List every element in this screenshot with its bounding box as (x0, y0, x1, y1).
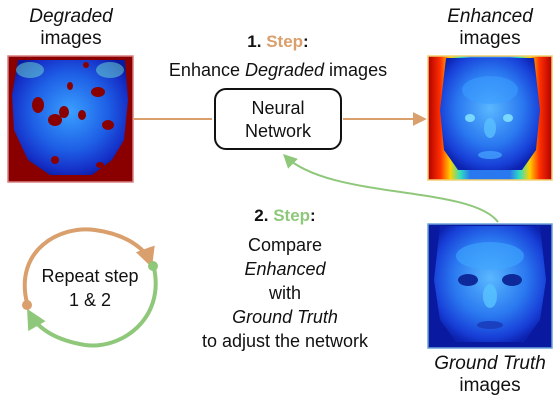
repeat-loop-mid-dot (148, 261, 158, 271)
step2-line1: Compare (247, 235, 323, 255)
ground-truth-label: Ground Truth images (414, 353, 555, 397)
arrow-compare-to-network (282, 154, 499, 223)
degraded-label-plain: images (40, 27, 102, 49)
enhanced-image (427, 55, 553, 181)
degraded-image (7, 55, 134, 183)
repeat-label: Repeat step 1 & 2 (28, 264, 152, 312)
neural-network-line1: Neural (251, 98, 305, 118)
step2-heading: 2. Step: (200, 206, 370, 226)
step1-word: Step (266, 32, 304, 51)
degraded-label: Degraded images (0, 6, 142, 50)
step2-colon: : (310, 206, 316, 225)
step1-text-italic: Degraded (244, 60, 325, 80)
ground-truth-label-italic: Ground Truth (434, 353, 546, 374)
enhanced-label-italic: Enhanced (447, 6, 533, 27)
repeat-loop-orange-arc (22, 227, 155, 304)
neural-network-line2: Network (244, 121, 311, 141)
repeat-loop-green-arc (27, 267, 158, 348)
step1-text-after: images (324, 60, 388, 80)
enhanced-label-plain: images (459, 27, 521, 49)
neural-network-box: Neural Network (214, 88, 342, 150)
step2-line5: to adjust the network (201, 331, 369, 351)
enhanced-label: Enhanced images (418, 6, 555, 50)
step1-description: Enhance Degraded images (140, 60, 416, 81)
repeat-line2: 1 & 2 (68, 290, 112, 310)
step2-line4: Ground Truth (232, 307, 338, 327)
ground-truth-label-plain: images (459, 374, 521, 396)
repeat-line1: Repeat step (41, 266, 139, 286)
step1-text-before: Enhance (168, 60, 245, 80)
step2-line3: with (268, 283, 301, 303)
step2-number: 2. (254, 206, 269, 225)
step1-number: 1. (247, 32, 262, 51)
step2-word: Step (273, 206, 311, 225)
ground-truth-image (427, 223, 553, 349)
repeat-loop-start-dot (22, 300, 32, 310)
step1-colon: : (303, 32, 309, 51)
step2-description: Compare Enhanced with Ground Truth to ad… (170, 233, 400, 353)
degraded-label-italic: Degraded (29, 6, 113, 27)
step2-line2: Enhanced (244, 259, 326, 279)
step1-heading: 1. Step: (190, 32, 366, 52)
